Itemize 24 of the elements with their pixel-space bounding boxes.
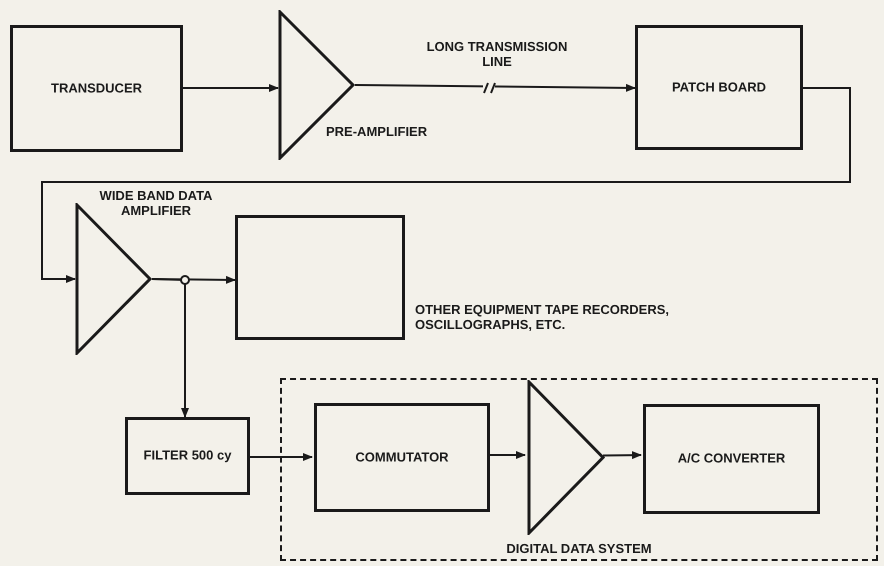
system-boundary (280, 378, 878, 561)
process-box (635, 25, 803, 150)
process-box (10, 25, 183, 152)
component-caption: OTHER EQUIPMENT TAPE RECORDERS, OSCILLOGRAPHS, ETC. (415, 303, 670, 333)
component-caption: WIDE BAND DATA AMPLIFIER (98, 189, 214, 219)
arrow (41, 87, 851, 283)
process-box (643, 404, 820, 514)
amplifier-triangle (527, 380, 605, 535)
box-label: A/C CONVERTER (676, 452, 786, 466)
process-box (125, 417, 250, 495)
arrow (602, 451, 642, 460)
group-label: DIGITAL DATA SYSTEM (505, 542, 653, 557)
arrow (183, 84, 279, 92)
equipment-box (235, 215, 405, 340)
arrow (250, 453, 313, 461)
arrow (488, 451, 526, 459)
box-label: FILTER 500 cy (142, 448, 232, 464)
box-label: TRANSDUCER (50, 81, 143, 96)
component-caption: PRE-AMPLIFIER (326, 125, 428, 140)
box-label: COMMUTATOR (354, 450, 450, 465)
arrow (152, 278, 189, 418)
box-label: PATCH BOARD (670, 80, 768, 95)
process-box (314, 403, 490, 512)
arrow (354, 84, 636, 92)
